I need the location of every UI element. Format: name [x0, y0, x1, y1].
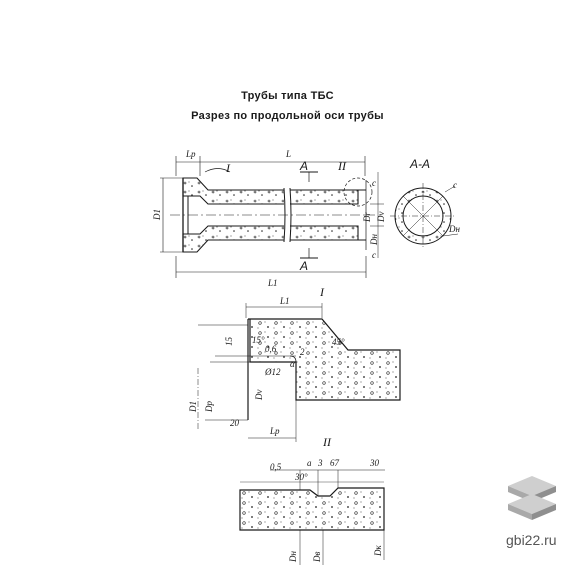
label-0-6: 0,6 [265, 344, 277, 354]
label-detail-II-heading: II [322, 435, 332, 449]
label-Dv: Dv [376, 212, 386, 224]
label-d12: Ø12 [264, 367, 281, 377]
label-Dn-detail2: Dн [288, 551, 298, 563]
detail-I [197, 303, 401, 442]
label-detail-II: II [337, 159, 347, 173]
label-section-A-A: A-A [409, 157, 430, 171]
main-section [160, 156, 384, 278]
label-lp: Lp [185, 149, 196, 159]
label-A-bottom: A [299, 259, 308, 273]
label-D1: D1 [152, 209, 162, 221]
label-Dv-detail2: Dв [312, 552, 322, 563]
drawing-title: Трубы типа ТБС [241, 90, 334, 102]
label-a: a [307, 458, 312, 468]
label-alpha: α [290, 359, 295, 369]
label-detail-I: I [225, 161, 231, 175]
label-67: 67 [330, 458, 340, 468]
label-15-deg: 15° [252, 335, 265, 345]
label-c-section: c [453, 180, 457, 190]
label-detail-I-heading: I [319, 285, 325, 299]
watermark-site: gbi22.ru [506, 532, 557, 548]
label-L1: L1 [267, 278, 278, 288]
label-3: 3 [317, 458, 323, 468]
label-D1-detail: D1 [188, 401, 198, 413]
drawing-subtitle: Разрез по продольной оси трубы [191, 110, 384, 122]
label-c-bottom: c [372, 250, 376, 260]
label-15: 15 [224, 337, 234, 347]
label-c-top: c [372, 178, 376, 188]
label-Dr: Dr [362, 212, 372, 223]
label-30: 30 [369, 458, 380, 468]
detail-II [239, 469, 385, 565]
label-Dp-detail: Dp [204, 401, 214, 413]
label-L1-detail: L1 [279, 296, 290, 306]
label-Dv-detail: Dv [254, 390, 264, 402]
label-30-deg: 30° [294, 472, 308, 482]
label-Lp-detail: Lp [269, 426, 280, 436]
label-20: 20 [230, 418, 240, 428]
label-Dn-section: Dн [448, 224, 460, 234]
label-L: L [285, 149, 291, 159]
label-0-5: 0,5 [270, 462, 282, 472]
stacked-slabs-logo-icon [508, 476, 556, 520]
label-2: 2 [300, 347, 305, 357]
section-a-a [390, 183, 459, 249]
label-Dk-detail2: Dк [373, 545, 383, 557]
label-A-top: A [299, 159, 308, 173]
label-Dn: Dн [369, 234, 379, 246]
label-45-deg: 45° [332, 337, 345, 347]
